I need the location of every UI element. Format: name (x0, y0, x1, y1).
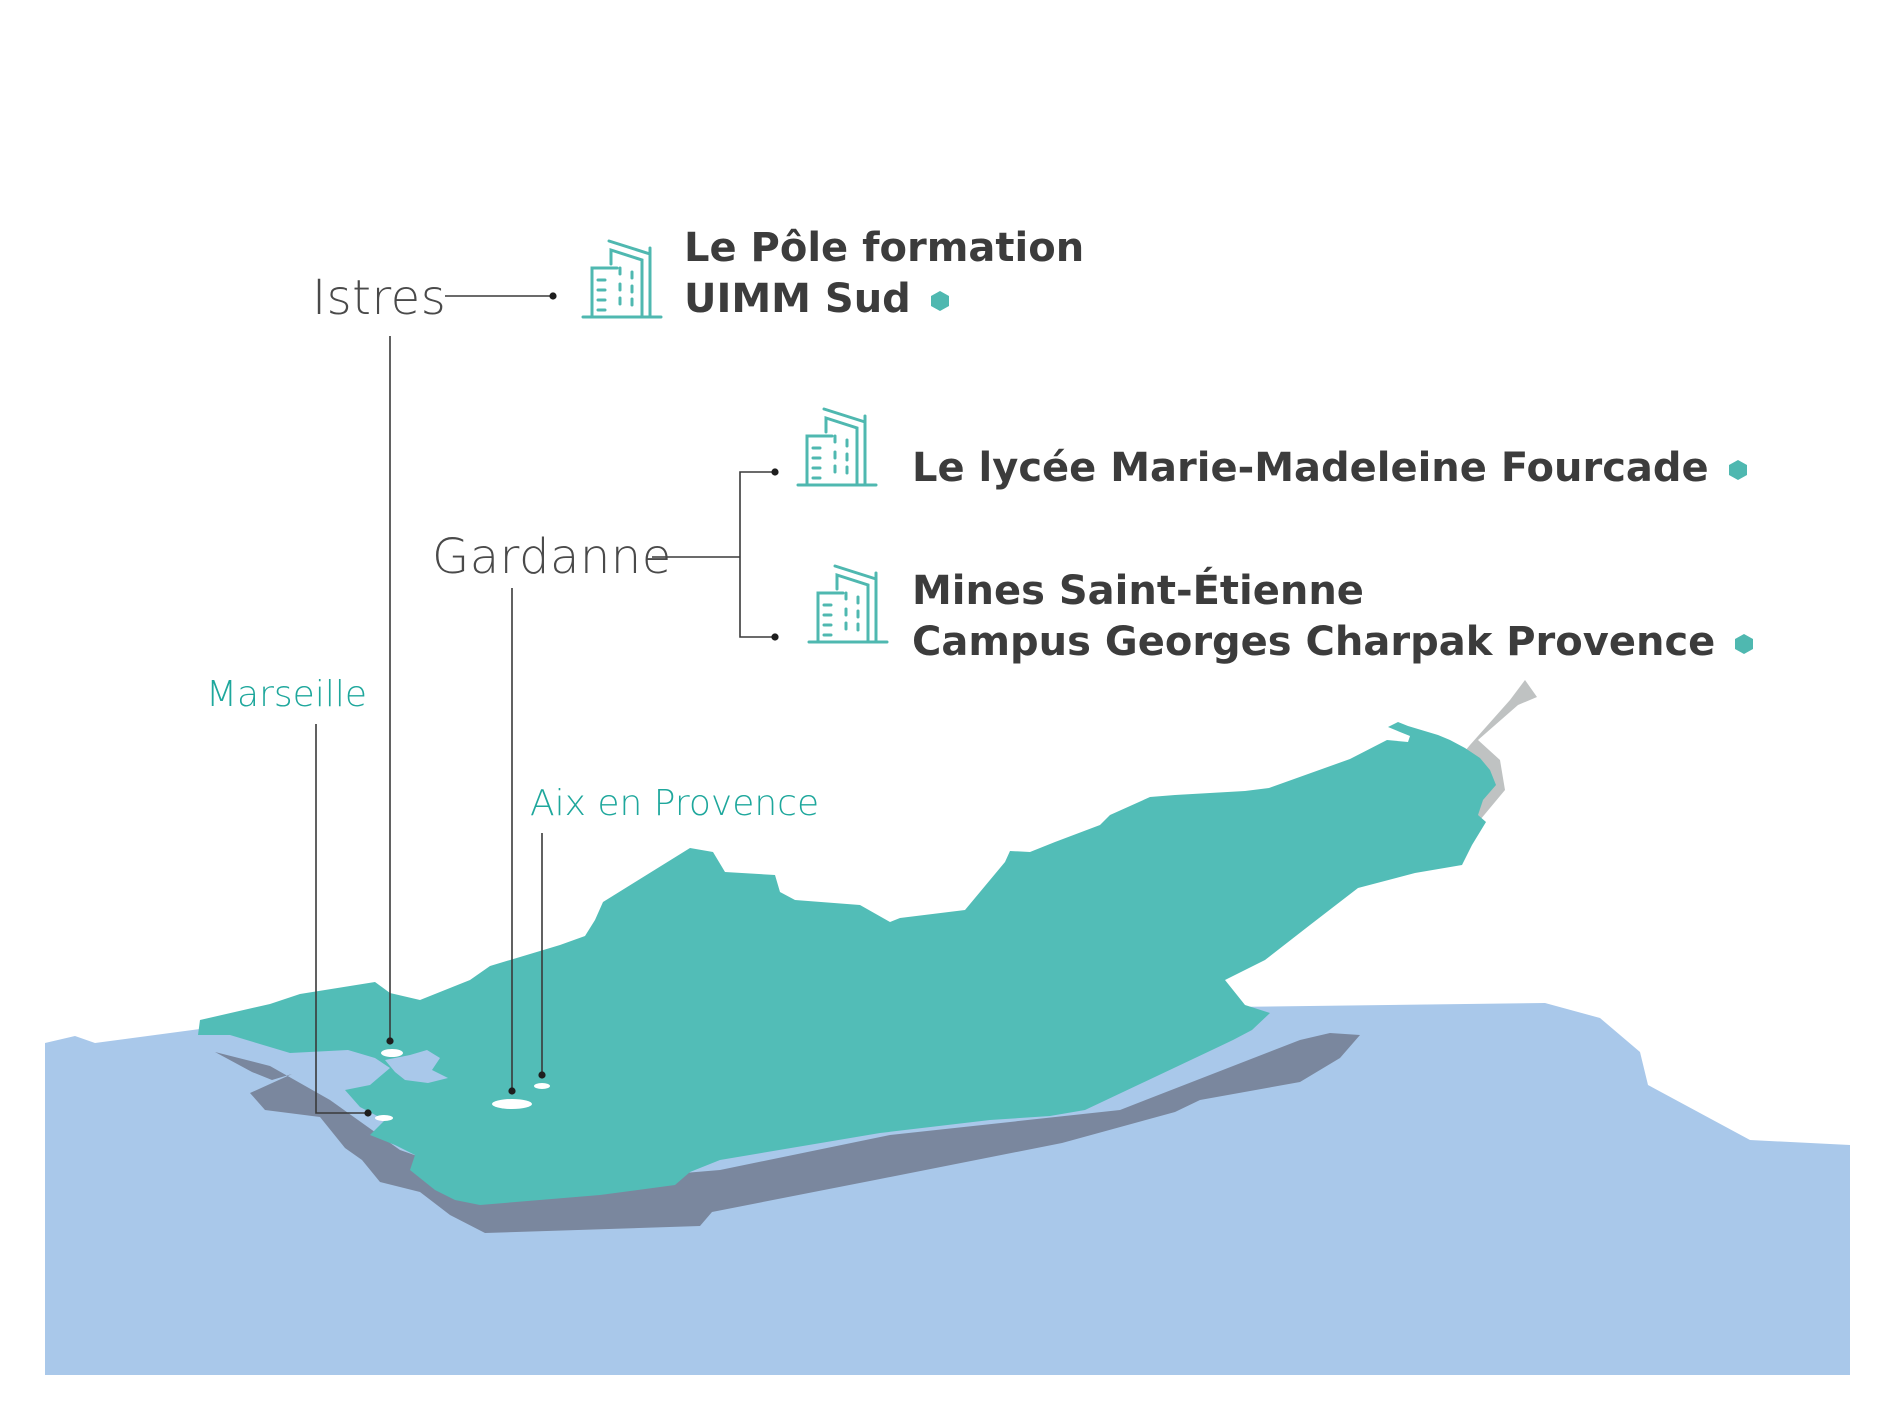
city-label-aix: Aix en Provence (530, 783, 820, 824)
site-pole-formation: Le Pôle formation UIMM Sud (684, 223, 1084, 325)
building-icon (796, 407, 878, 487)
building-icon (807, 564, 889, 644)
aix-connector-dot (538, 1071, 546, 1079)
site-lycee-line1-row: Le lycée Marie-Madeleine Fourcade (912, 443, 1747, 494)
site-mines-line2: Campus Georges Charpak Provence (912, 619, 1716, 665)
aix-dot (534, 1083, 550, 1089)
pond-area (385, 1050, 448, 1083)
hexagon-bullet-icon (1728, 460, 1747, 480)
istres-dot (381, 1049, 403, 1057)
mines-connector-dot (771, 633, 779, 641)
marseille-leader-line (315, 724, 368, 1114)
lycee-connector-dot (771, 468, 779, 476)
site-pole-line2-row: UIMM Sud (684, 274, 1084, 325)
hexagon-bullet-icon (1735, 634, 1754, 654)
gardanne-bracket-line (739, 471, 775, 638)
city-label-marseille: Marseille (206, 674, 367, 715)
istres-connector-dot-map (386, 1037, 394, 1045)
site-lycee-line1: Le lycée Marie-Madeleine Fourcade (912, 445, 1709, 491)
site-mines-line1: Mines Saint-Étienne (912, 568, 1364, 614)
hexagon-bullet-icon (930, 291, 949, 311)
marseille-connector-dot (364, 1109, 372, 1117)
site-pole-line2: UIMM Sud (684, 276, 911, 322)
istres-connector-dot-site (549, 292, 557, 300)
marseille-dot (375, 1115, 393, 1121)
site-mines-line2-row: Campus Georges Charpak Provence (912, 617, 1754, 668)
site-mines: Mines Saint-Étienne Campus Georges Charp… (912, 566, 1754, 668)
gardanne-connector-dot (508, 1087, 516, 1095)
site-pole-line1: Le Pôle formation (684, 225, 1085, 271)
city-label-gardanne: Gardanne (432, 529, 672, 585)
gardanne-dot (492, 1099, 532, 1109)
land-area (198, 722, 1496, 1205)
site-lycee: Le lycée Marie-Madeleine Fourcade (912, 443, 1747, 494)
building-icon (581, 239, 663, 319)
city-label-istres: Istres (312, 270, 447, 326)
